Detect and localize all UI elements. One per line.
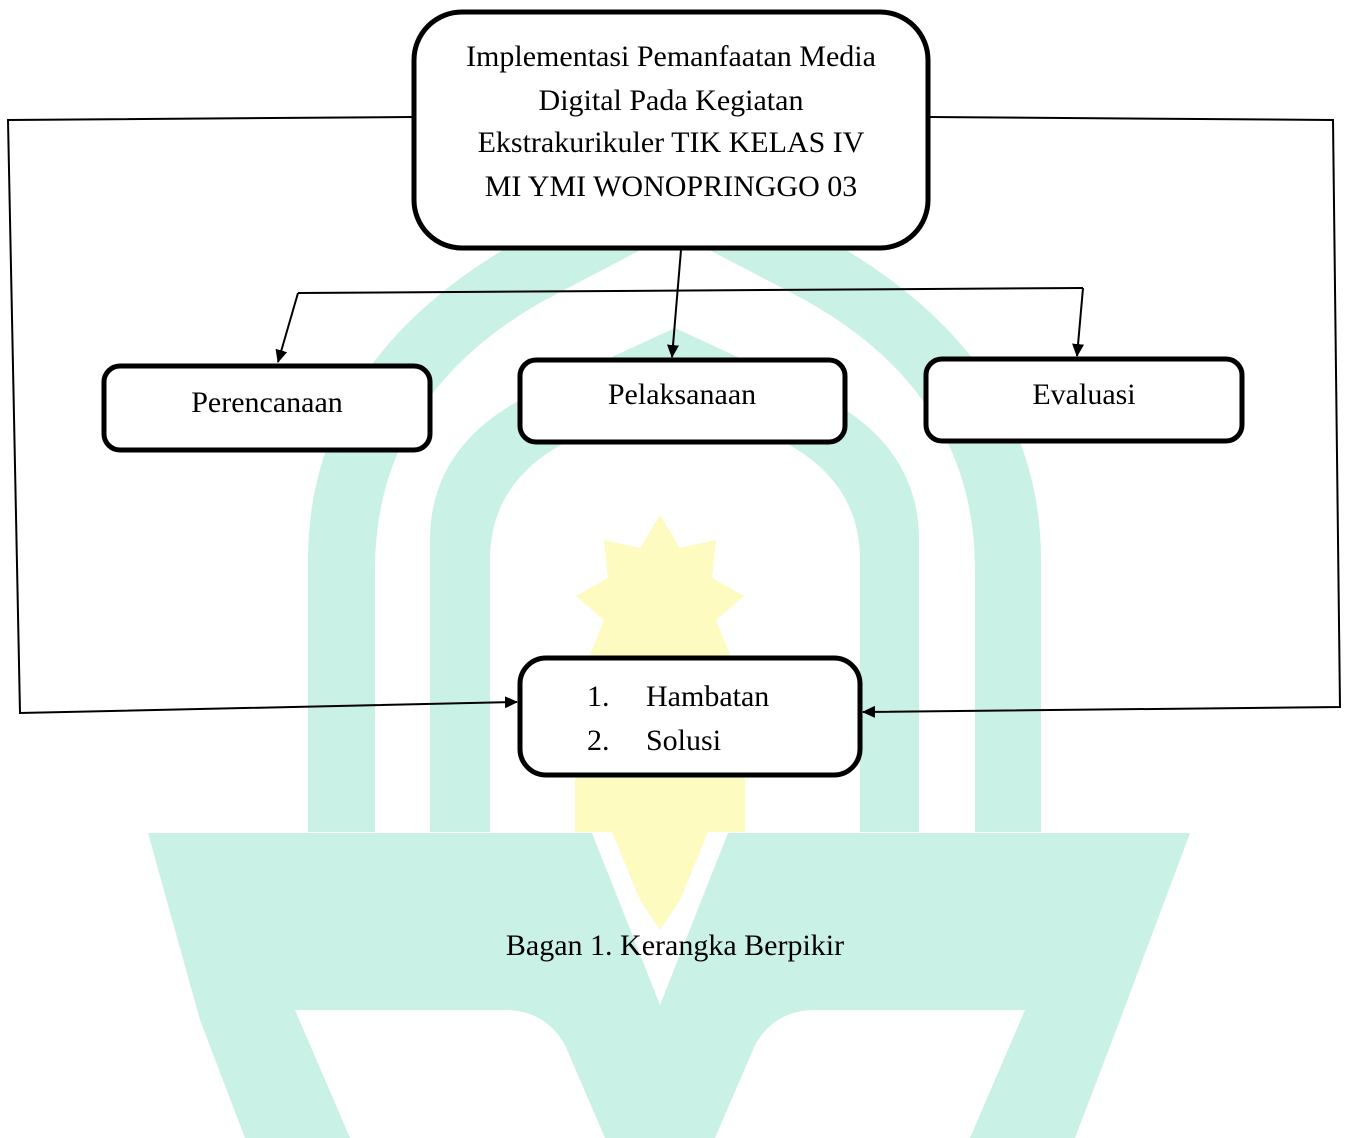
node-main: Implementasi Pemanfaatan Media Digital P… [411,9,931,251]
node-evaluasi-label: Evaluasi [1032,378,1135,411]
node-pelaksanaan: Pelaksanaan [517,357,848,445]
watermark-arch-outer [308,170,1041,832]
arrow-left-loop-to-outcome [6,116,518,715]
branch-line [297,287,1084,294]
node-main-line-3: Ekstrakurikuler TIK KELAS IV [478,126,865,159]
arrow-branch-to-perencanaan [275,292,299,363]
watermark-arch-inner [430,328,919,832]
outcome-item-1-number: 1. [587,680,610,713]
node-main-line-1: Implementasi Pemanfaatan Media [466,40,876,73]
node-evaluasi: Evaluasi [923,356,1245,444]
outcome-item-1-text: Hambatan [646,680,769,713]
outcome-item-2-number: 2. [587,724,610,757]
university-logo-watermark [148,170,1190,1138]
node-perencanaan: Perencanaan [101,363,433,453]
arrow-main-to-pelaksanaan [667,249,682,358]
node-perencanaan-label: Perencanaan [191,386,343,419]
node-pelaksanaan-label: Pelaksanaan [608,378,756,411]
outcome-item-2-text: Solusi [646,724,721,757]
watermark-book [148,833,1190,1138]
arrow-right-loop-to-outcome [862,116,1342,718]
connectors [6,116,1342,718]
watermark-pen [575,580,745,930]
arrow-branch-to-evaluasi [1072,287,1085,357]
node-outcome: 1. Hambatan 2. Solusi [517,655,863,778]
figure-caption: Bagan 1. Kerangka Berpikir [506,929,844,962]
node-main-line-4: MI YMI WONOPRINGGO 03 [485,170,858,203]
node-main-line-2: Digital Pada Kegiatan [539,84,804,117]
